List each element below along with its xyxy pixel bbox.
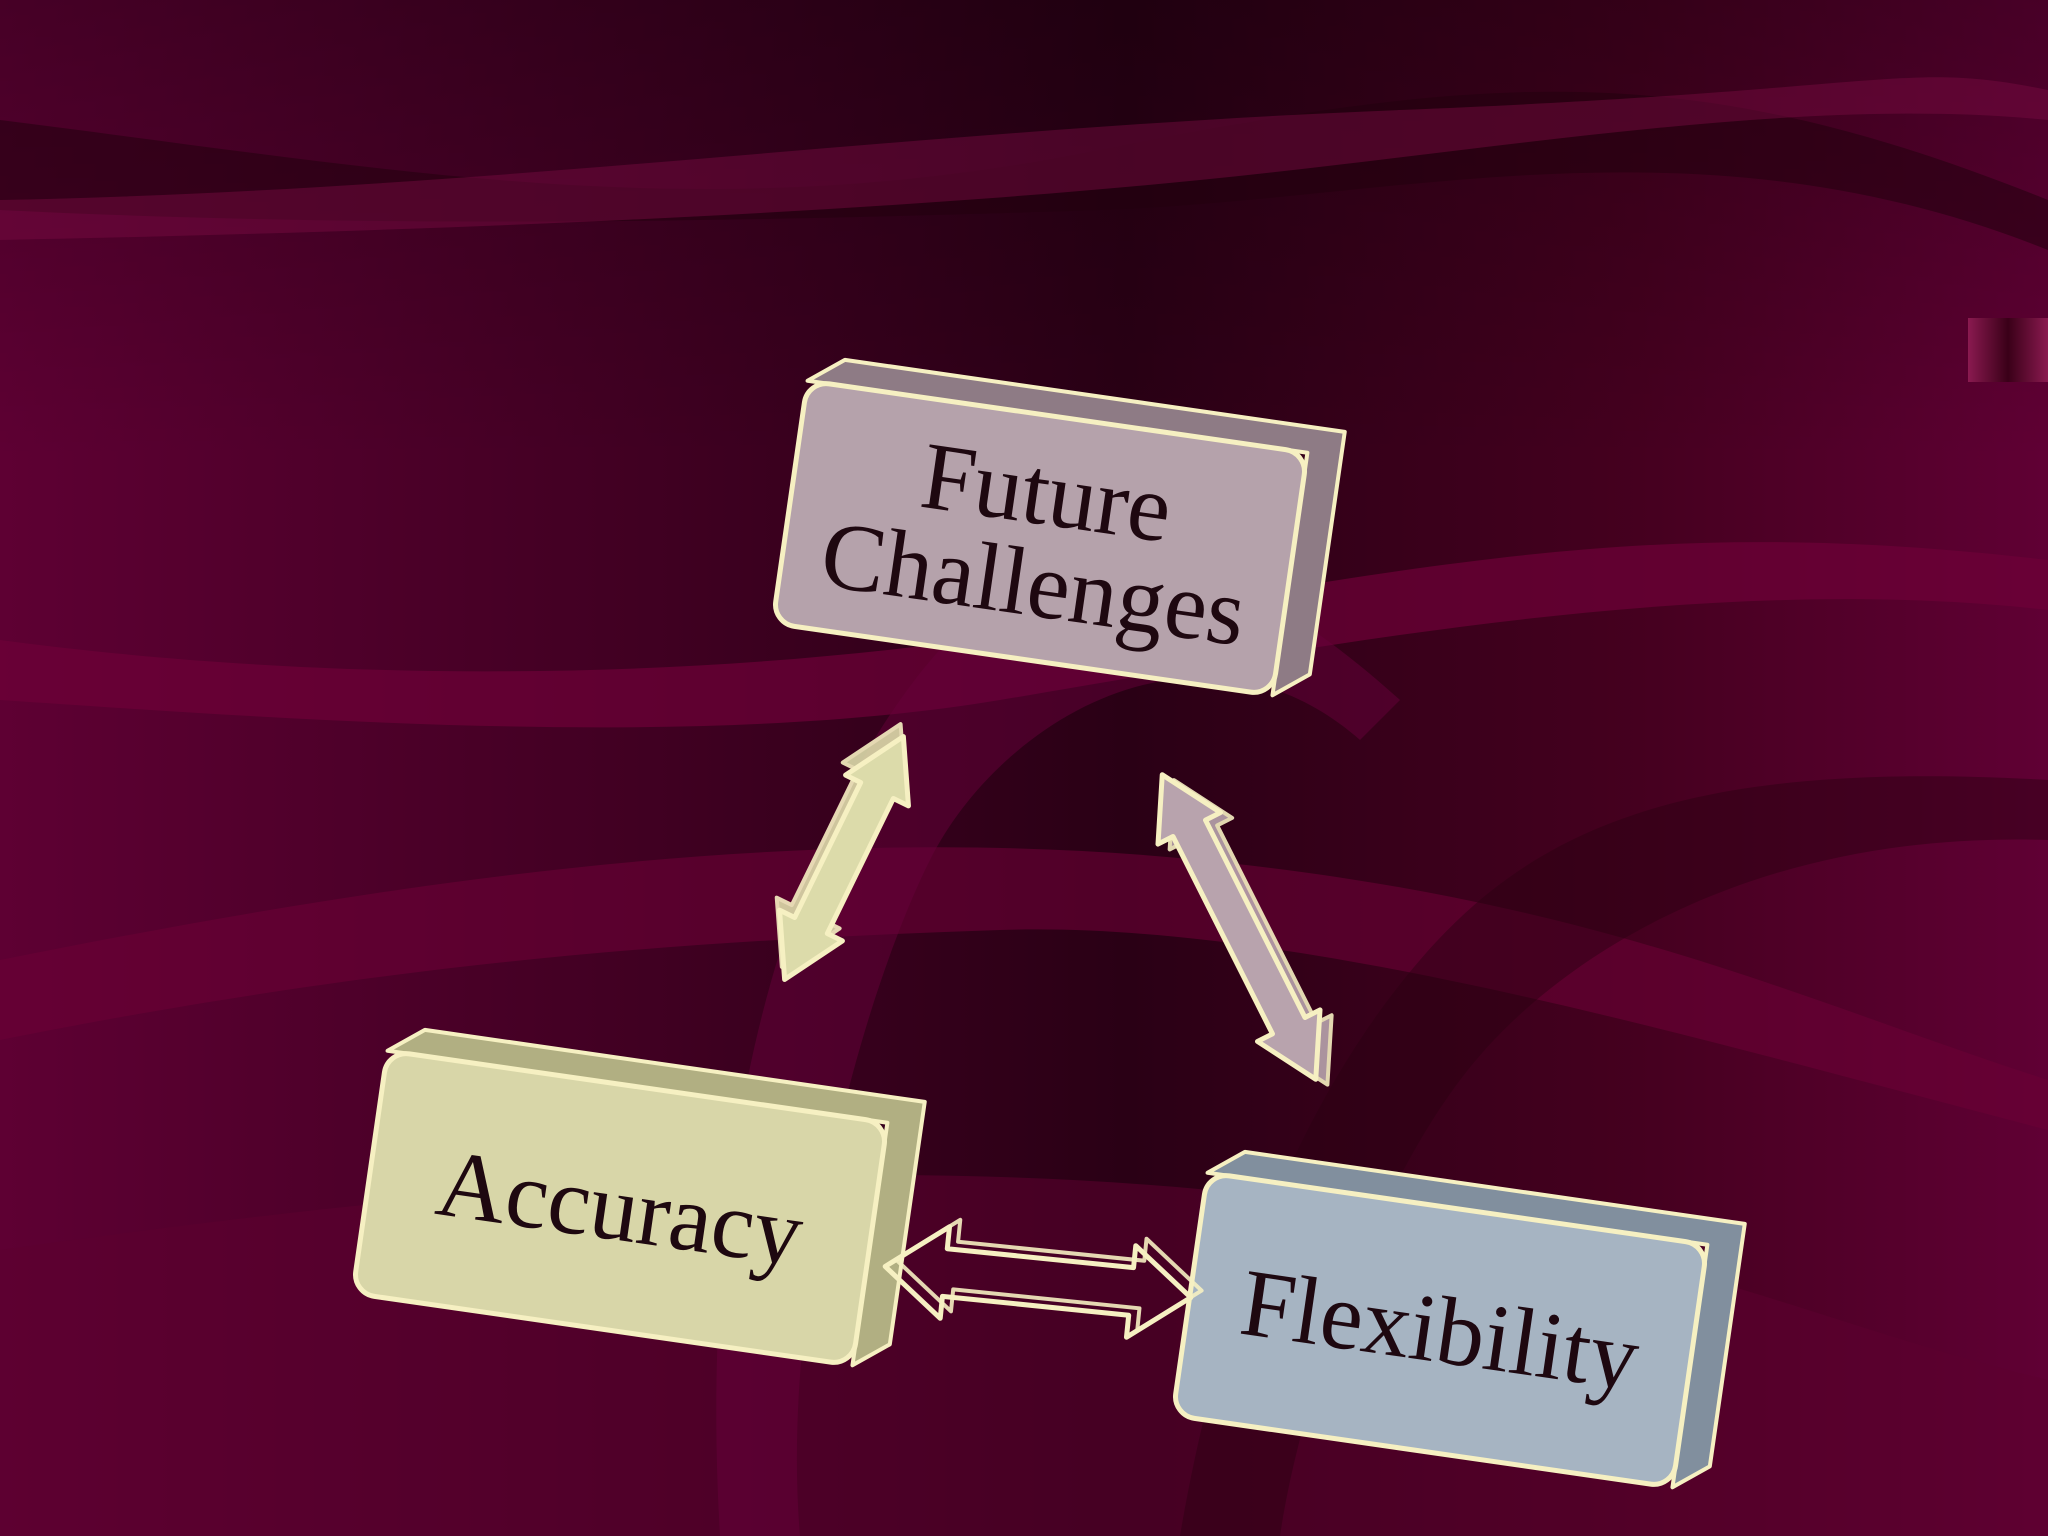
arrow-left-right xyxy=(882,1217,1204,1340)
node-right: Flexibility xyxy=(1173,1149,1747,1490)
node-top-depth xyxy=(805,357,1347,698)
node-left-depth xyxy=(385,1027,927,1368)
node-top-face xyxy=(773,381,1307,695)
edge-mark xyxy=(1968,318,2048,382)
arrow-left-right-body xyxy=(882,1224,1194,1340)
arrow-left-top-body xyxy=(777,734,911,982)
arrow-top-right xyxy=(1155,772,1334,1087)
arrow-left-top xyxy=(774,722,911,982)
arrow-top-right-body xyxy=(1155,772,1323,1082)
node-left-face xyxy=(353,1051,887,1365)
node-right-depth xyxy=(1205,1149,1747,1490)
edges-layer xyxy=(774,722,1334,1340)
node-left: Accuracy xyxy=(353,1027,927,1368)
